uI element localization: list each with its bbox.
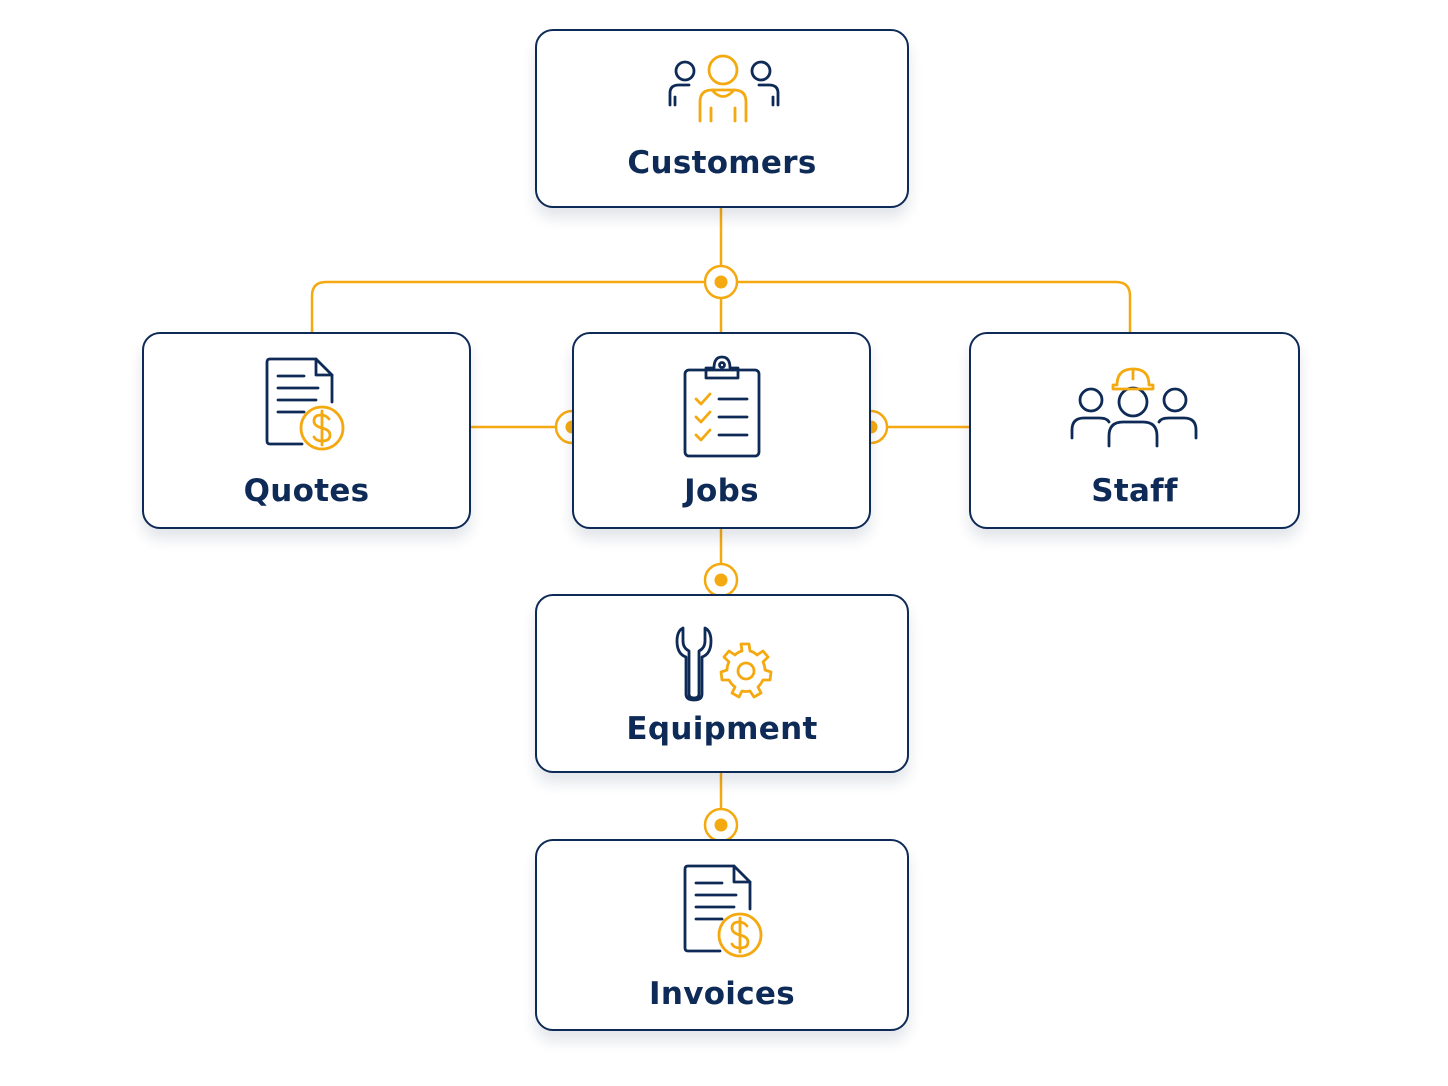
node-label-equipment: Equipment	[626, 711, 818, 747]
staff-hardhat-icon	[1070, 367, 1198, 448]
node-jobs[interactable]: Jobs	[572, 332, 871, 529]
document-dollar-icon	[265, 357, 345, 451]
node-customers[interactable]: Customers	[535, 29, 909, 208]
wrench-gear-icon	[675, 626, 773, 702]
connector-customers-to-staff	[721, 280, 1132, 332]
node-label-quotes: Quotes	[243, 473, 370, 509]
node-label-invoices: Invoices	[649, 976, 795, 1012]
document-dollar-icon	[683, 864, 763, 958]
customers-group-icon	[668, 54, 780, 123]
node-label-staff: Staff	[1091, 473, 1178, 509]
junction-dot-jobs-equipment	[703, 562, 739, 598]
node-invoices[interactable]: Invoices	[535, 839, 909, 1031]
node-label-customers: Customers	[627, 145, 817, 181]
connector-customers-to-quotes	[310, 280, 721, 332]
clipboard-checklist-icon	[683, 355, 761, 458]
node-quotes[interactable]: Quotes	[142, 332, 471, 529]
node-label-jobs: Jobs	[684, 473, 759, 509]
junction-dot-customers	[703, 264, 739, 300]
node-equipment[interactable]: Equipment	[535, 594, 909, 773]
junction-dot-equipment-invoices	[703, 807, 739, 843]
node-staff[interactable]: Staff	[969, 332, 1300, 529]
